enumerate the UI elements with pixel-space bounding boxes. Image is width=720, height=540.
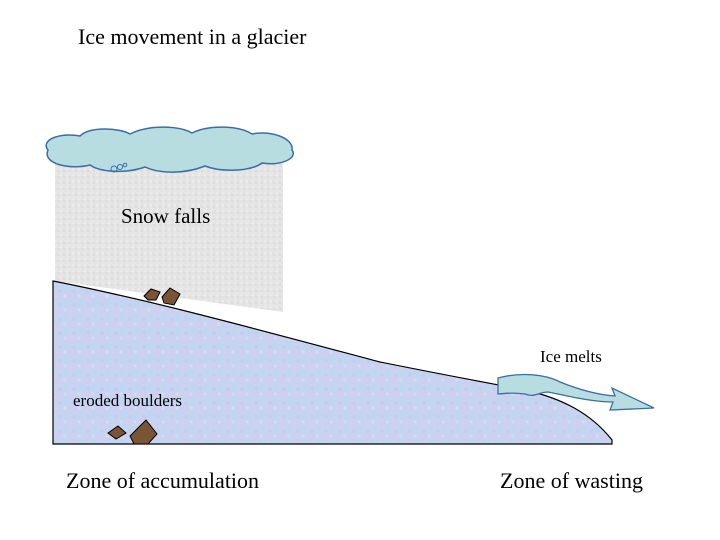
melt-arrow-icon xyxy=(497,373,655,411)
zone-wasting-label: Zone of wasting xyxy=(500,468,643,493)
boulder-icon xyxy=(143,287,181,306)
cloud-icon xyxy=(45,126,294,173)
zone-accumulation-label: Zone of accumulation xyxy=(66,468,260,493)
eroded-boulders-label: eroded boulders xyxy=(73,391,183,410)
glacier-ice xyxy=(52,280,613,445)
eroded-boulders xyxy=(107,419,158,445)
snow-column xyxy=(55,160,283,312)
snow-falls-label: Snow falls xyxy=(121,204,211,228)
page-title: Ice movement in a glacier xyxy=(78,24,307,49)
ice-melts-label: Ice melts xyxy=(540,347,602,366)
